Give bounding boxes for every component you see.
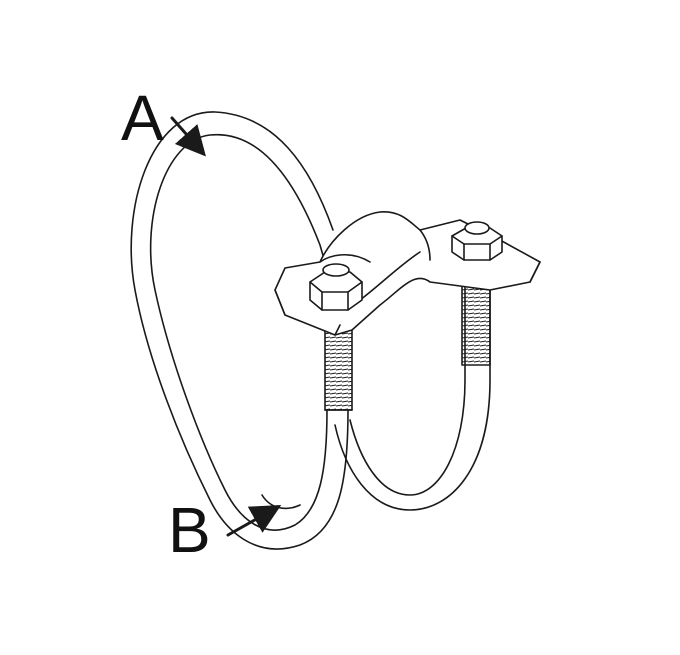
callout-label-a: A [121, 82, 164, 154]
back-u-bolt [334, 279, 491, 511]
right-hex-nut [451, 221, 503, 261]
callout-label-b: B [168, 494, 211, 566]
callout-arrow-b [226, 505, 282, 537]
left-hex-nut [309, 263, 363, 311]
callout-arrow-a [170, 116, 206, 157]
outer-u-bolt-loop [130, 111, 349, 550]
